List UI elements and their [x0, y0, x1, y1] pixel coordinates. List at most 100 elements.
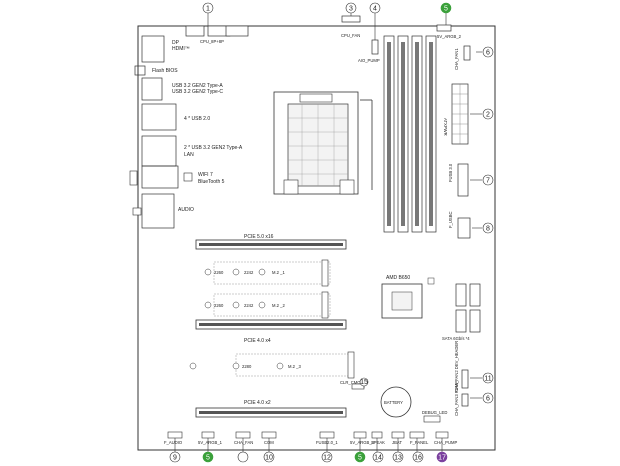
callout-12: 12	[323, 455, 331, 462]
cha-fan2-header: CHA_FAN2 DEV_HEADER	[454, 341, 469, 392]
svg-text:M.2 _1: M.2 _1	[272, 270, 285, 275]
svg-text:2260: 2260	[214, 270, 224, 275]
f-usbc-header: F_USBC	[448, 211, 471, 239]
cha-fan3-header: CHA_FAN3 PUMP	[454, 381, 469, 416]
usb32-typea-label: USB 3.2 GEN2 Type-A	[172, 83, 223, 89]
pcie-x16-slot: PCIE 5.0 x16	[195, 234, 347, 250]
svg-text:SATA 6Gb/s *4: SATA 6Gb/s *4	[442, 336, 470, 341]
flash-bios-label: Flash BIOS	[152, 68, 178, 74]
callout-1: 1	[206, 6, 210, 13]
argb-header-3	[353, 431, 367, 439]
usb20-label: 4 * USB 2.0	[184, 116, 210, 122]
usb32-typec-label: USB 3.2 GEN2 Type-C	[172, 89, 223, 95]
callout-17: 17	[438, 455, 446, 462]
svg-text:CLR_CMOS: CLR_CMOS	[340, 380, 363, 385]
svg-text:2280: 2280	[242, 364, 252, 369]
svg-text:AMD B650: AMD B650	[386, 275, 410, 281]
svg-text:M.2 _2: M.2 _2	[272, 303, 285, 308]
audio-port	[141, 193, 175, 229]
svg-text:5V_ARGB_3: 5V_ARGB_3	[350, 440, 375, 445]
wifi-module	[141, 165, 179, 189]
svg-text:F_PANEL: F_PANEL	[410, 440, 429, 445]
callout-5-top: 5	[444, 6, 448, 13]
flash-bios-button	[134, 65, 146, 76]
callout-3: 3	[349, 6, 353, 13]
callout-13: 13	[394, 455, 402, 462]
callout-14: 14	[374, 455, 382, 462]
svg-text:CHA_FAN: CHA_FAN	[234, 440, 253, 445]
cpu-8p8p-label: CPU_8P+8P	[200, 39, 224, 44]
fusb30-header: FUSB 3.0	[448, 163, 469, 197]
bottom-headers: F_AUDIO 5V_ARGB_1 CHA_FAN COM FUSB2.0_1 …	[164, 431, 457, 445]
svg-text:PCIE 4.0 x4: PCIE 4.0 x4	[244, 338, 271, 344]
aio-pump-header: AIO_PUMP	[358, 39, 380, 63]
svg-text:M.2 _3: M.2 _3	[288, 364, 301, 369]
chipset: AMD B650	[381, 275, 435, 319]
svg-text:2242: 2242	[244, 270, 254, 275]
usb32-lan-label-1: 2 * USB 3.2 GEN2 Type-A	[184, 145, 243, 151]
m2-area-2: 2260 2242 M.2 _2	[204, 291, 331, 319]
callout-numbers: 1 3 4 5 6 2 7 8 11 6 15 9 5 10 12 5 14 1…	[173, 6, 492, 462]
cha-pump-header	[435, 431, 449, 439]
audio-jack-small	[132, 207, 142, 216]
svg-text:CHA_FAN1: CHA_FAN1	[454, 48, 459, 70]
pcie-x2-slot: PCIE 4.0 x2	[195, 400, 347, 418]
svg-text:CPU_FAN: CPU_FAN	[341, 33, 360, 38]
svg-text:PCIE 4.0 x2: PCIE 4.0 x2	[244, 400, 271, 406]
svg-text:JBAT: JBAT	[392, 440, 402, 445]
callout-16: 16	[414, 455, 422, 462]
dimm-slots	[383, 35, 437, 233]
callout-11: 11	[484, 376, 491, 383]
usb32-lan-label-2: LAN	[184, 152, 194, 158]
sata-ports: SATA 6Gb/s *4	[442, 283, 481, 341]
jbat-header	[391, 431, 405, 439]
cha-fan-header-bottom	[235, 431, 251, 439]
atx-power-connector: ATXPWR	[443, 83, 469, 145]
svg-text:CHA_PUMP: CHA_PUMP	[434, 440, 457, 445]
callout-6-top: 6	[486, 50, 490, 57]
usb32-lan-port	[141, 135, 177, 167]
svg-text:F_AUDIO: F_AUDIO	[164, 440, 183, 445]
audio-label: AUDIO	[178, 207, 194, 213]
callout-10: 10	[265, 455, 273, 462]
svg-text:5V_ARGB_1: 5V_ARGB_1	[198, 440, 223, 445]
svg-text:DEBUG_LED: DEBUG_LED	[422, 410, 447, 415]
wifi-label: WIFI 7	[198, 172, 213, 178]
svg-text:SPEAK: SPEAK	[371, 440, 385, 445]
callout-15: 15	[360, 379, 368, 386]
svg-text:2260: 2260	[214, 303, 224, 308]
m2-area-1: 2260 2242 M.2 _1	[204, 259, 331, 287]
usb32-typec-port	[141, 77, 163, 101]
svg-text:FUSB 3.0: FUSB 3.0	[448, 163, 453, 182]
f-panel-header	[409, 431, 425, 439]
debug-led: DEBUG_LED	[422, 410, 447, 423]
cpu-socket	[273, 91, 373, 195]
cpu-fan-header: CPU_FAN	[341, 15, 361, 38]
wifi-antenna-right	[183, 172, 193, 182]
callout-6-bottom: 6	[486, 396, 490, 403]
svg-text:2242: 2242	[244, 303, 254, 308]
callout-5-bottom-left: 5	[206, 455, 210, 462]
svg-text:F_USBC: F_USBC	[448, 211, 453, 228]
usb20-port	[141, 103, 177, 131]
svg-text:AIO_PUMP: AIO_PUMP	[358, 58, 380, 63]
callout-5-bottom-mid: 5	[358, 455, 362, 462]
cha-fan1-header: CHA_FAN1	[454, 45, 471, 70]
rear-io: DP HDMI™ Flash BIOS USB 3.2 GEN2 Type-A …	[129, 35, 243, 229]
svg-text:CHA_FAN2 DEV_HEADER: CHA_FAN2 DEV_HEADER	[454, 341, 459, 392]
callout-8: 8	[486, 226, 490, 233]
cpu-power-connector: CPU_8P+8P	[185, 25, 249, 44]
board-outline	[137, 25, 496, 451]
svg-text:ATXPWR: ATXPWR	[443, 118, 448, 136]
callout-7: 7	[486, 178, 490, 185]
svg-text:CHA_FAN3 PUMP: CHA_FAN3 PUMP	[454, 381, 459, 416]
pcie-x4-slot: PCIE 4.0 x4	[195, 319, 347, 344]
callouts	[169, 2, 494, 463]
callout-2: 2	[486, 112, 490, 119]
callout-4: 4	[373, 6, 377, 13]
m2-area-3: 2280 M.2 _3	[189, 351, 355, 379]
speak-header	[371, 431, 383, 439]
svg-text:PCIE 5.0 x16: PCIE 5.0 x16	[244, 234, 274, 240]
com-header	[261, 431, 277, 439]
